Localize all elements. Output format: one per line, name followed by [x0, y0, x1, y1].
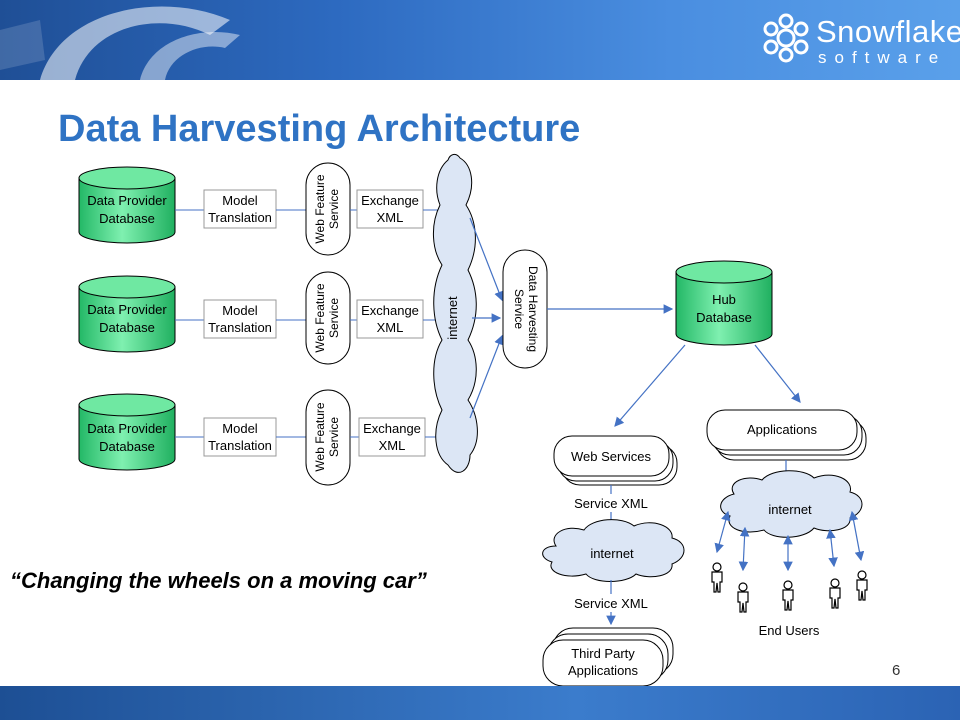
xml-1-line2: XML: [377, 210, 404, 225]
service-xml-bottom-label: Service XML: [574, 596, 648, 611]
footer-band: [0, 686, 960, 720]
internet-cloud-middle: internet: [542, 519, 685, 582]
data-harvesting-service: Data HarvestingService: [502, 249, 548, 369]
header-banner: Snowflake software: [0, 0, 960, 80]
provider-db-3-line2: Database: [99, 439, 155, 454]
xml-3-line1: Exchange: [363, 421, 421, 436]
svg-text:Web FeatureService: Web FeatureService: [313, 402, 341, 471]
internet-right-label: internet: [768, 502, 812, 517]
logo-wordmark: Snowflake: [816, 14, 960, 49]
model-3-line1: Model: [222, 421, 258, 436]
internet-middle-label: internet: [590, 546, 634, 561]
wfs-1-line2: Service: [327, 189, 341, 229]
arrows-from-hub: [614, 344, 801, 427]
xml-3-line2: XML: [379, 438, 406, 453]
page-number: 6: [892, 662, 901, 679]
third-party-line2: Applications: [568, 663, 639, 678]
web-feature-service-3: Web FeatureService: [305, 389, 351, 486]
applications-stack: Applications: [706, 409, 867, 461]
provider-db-1-line2: Database: [99, 211, 155, 226]
provider-db-2-line1: Data Provider: [87, 302, 167, 317]
provider-db-1-line1: Data Provider: [87, 193, 167, 208]
arrows-to-end-users: [714, 510, 865, 572]
web-feature-service-2: Web FeatureService: [305, 271, 351, 365]
harvest-line2: Service: [512, 289, 526, 329]
internet-cloud-right: internet: [720, 470, 863, 538]
wfs-2-line2: Service: [327, 298, 341, 338]
wfs-2-line1: Web Feature: [313, 283, 327, 352]
person-icon: [829, 578, 841, 609]
service-xml-top-label: Service XML: [574, 496, 648, 511]
harvest-line1: Data Harvesting: [526, 266, 540, 352]
svg-text:Data HarvestingService: Data HarvestingService: [512, 266, 540, 352]
xml-1-line1: Exchange: [361, 193, 419, 208]
svg-text:Web FeatureService: Web FeatureService: [313, 174, 341, 243]
third-party-line1: Third Party: [571, 646, 635, 661]
person-icon: [782, 580, 794, 611]
slide-title: Data Harvesting Architecture: [58, 108, 581, 150]
wfs-3-line1: Web Feature: [313, 402, 327, 471]
web-feature-service-1: Web FeatureService: [305, 162, 351, 256]
wfs-3-line2: Service: [327, 417, 341, 457]
hub-line2: Database: [696, 310, 752, 325]
applications-label: Applications: [747, 422, 818, 437]
svg-text:Web FeatureService: Web FeatureService: [313, 283, 341, 352]
model-1-line1: Model: [222, 193, 258, 208]
provider-db-2-line2: Database: [99, 320, 155, 335]
internet-vertical-label: internet: [445, 296, 460, 340]
model-3-line2: Translation: [208, 438, 272, 453]
web-services-stack: Web Services: [553, 435, 678, 486]
model-2-line2: Translation: [208, 320, 272, 335]
internet-cloud-vertical: internet: [432, 153, 478, 473]
end-user-icons: [711, 562, 868, 613]
wfs-1-line1: Web Feature: [313, 174, 327, 243]
model-1-line2: Translation: [208, 210, 272, 225]
hub-line1: Hub: [712, 292, 736, 307]
provider-db-3-line1: Data Provider: [87, 421, 167, 436]
arrows-to-harvester: [469, 217, 504, 419]
header-swoosh-graphic: [0, 6, 240, 80]
slide-quote: “Changing the wheels on a moving car”: [10, 568, 427, 593]
logo-subtitle: software: [818, 48, 947, 67]
snowflake-logo-icon: [763, 13, 809, 63]
end-users-label: End Users: [759, 623, 820, 638]
person-icon: [737, 582, 749, 613]
model-2-line1: Model: [222, 303, 258, 318]
person-icon: [856, 570, 868, 601]
person-icon: [711, 562, 723, 593]
xml-2-line2: XML: [377, 320, 404, 335]
xml-2-line1: Exchange: [361, 303, 419, 318]
web-services-label: Web Services: [571, 449, 651, 464]
